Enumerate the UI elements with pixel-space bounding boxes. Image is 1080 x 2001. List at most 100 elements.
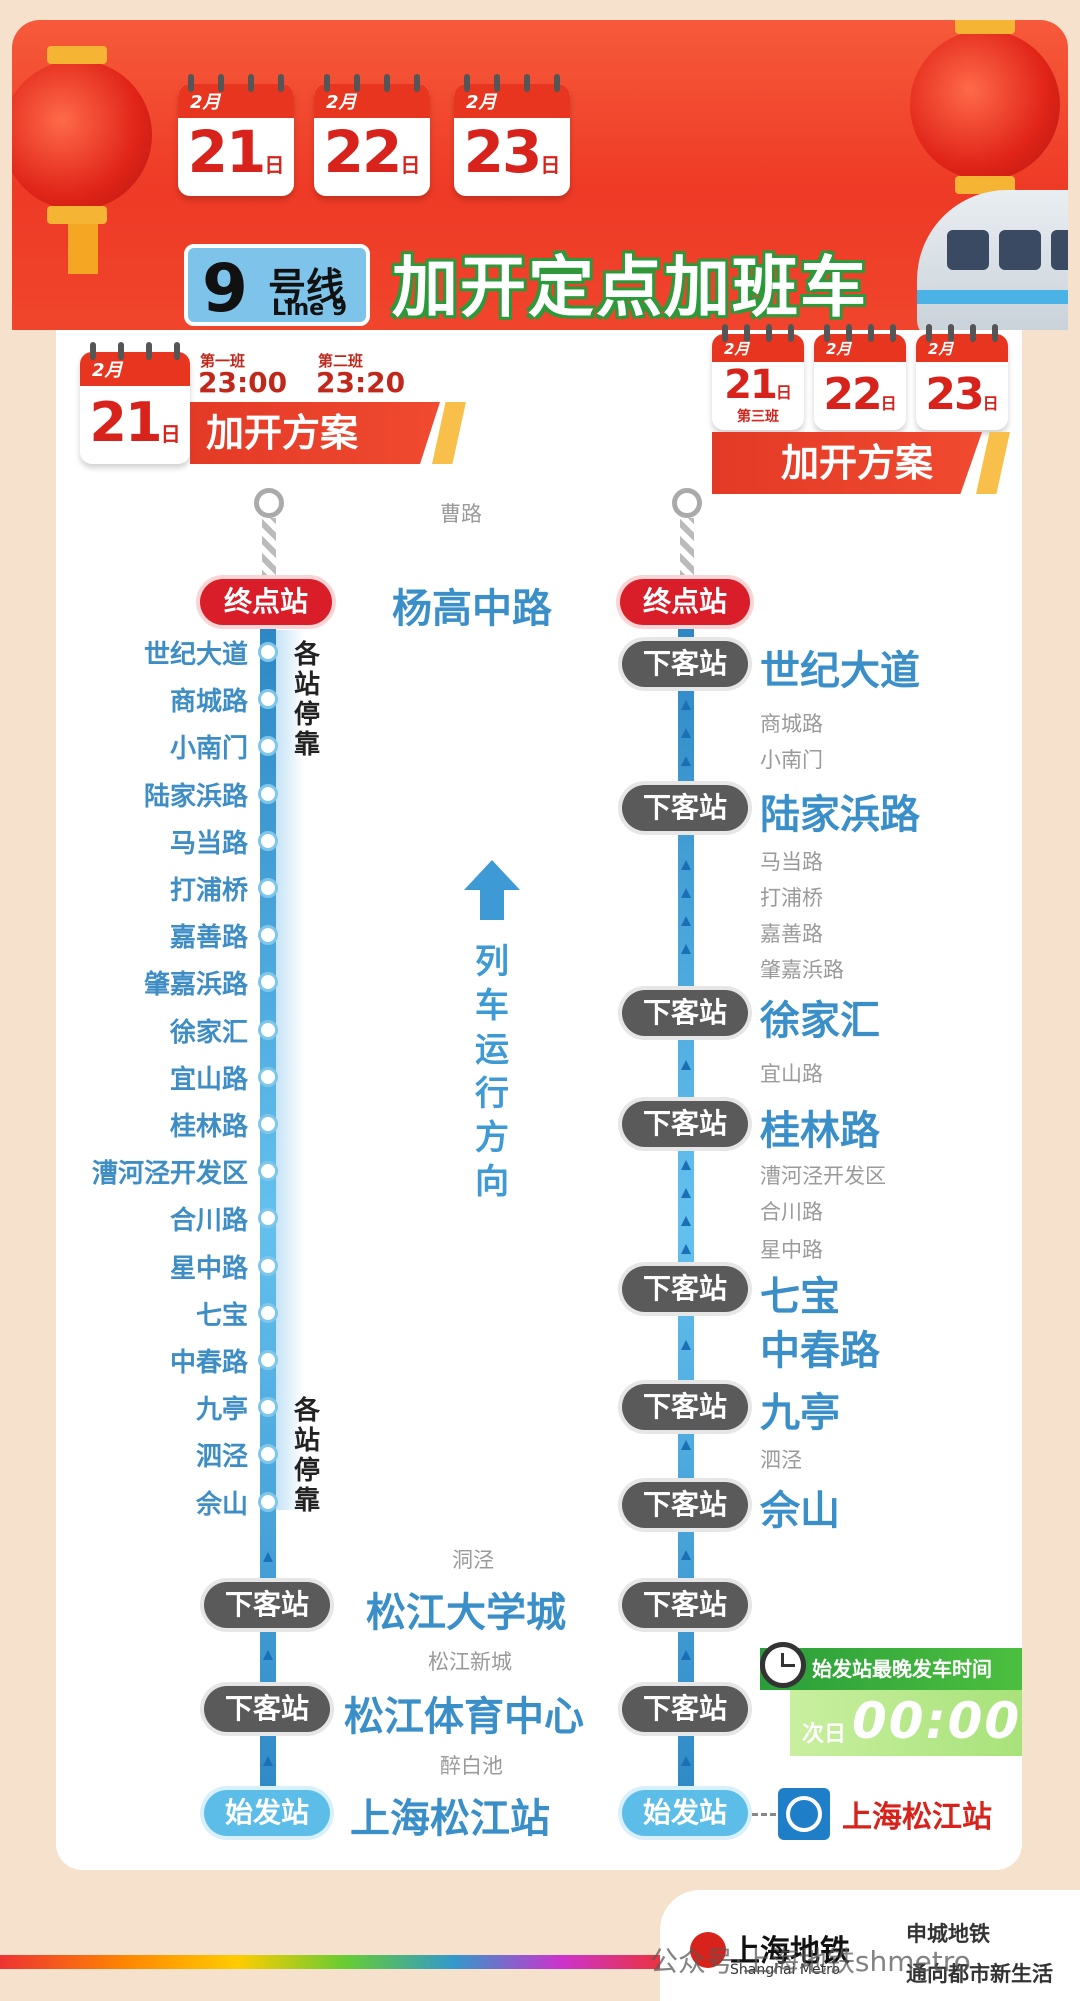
right-direction-chevron	[681, 1188, 691, 1198]
right-station-lujiabang: 陆家浜路	[760, 792, 920, 838]
right-plan-calendar-22: 2月 22日	[814, 324, 906, 430]
metro-name-cn: 上海地铁	[730, 1934, 850, 1969]
left-station-label: 桂林路	[169, 1112, 248, 1142]
line-suffix: 号线	[268, 265, 345, 309]
right-direction-chevron	[681, 916, 691, 926]
right-direction-chevron	[681, 1650, 691, 1660]
left-station-dot	[258, 830, 278, 851]
right-alight-badge-shiji: 下客站	[622, 641, 748, 687]
metro-name-en: Shanghai Metro	[730, 1962, 841, 1978]
left-plan-tag: 加开方案	[190, 402, 440, 464]
left-station-label: 星中路	[169, 1253, 248, 1284]
left-station-dot	[258, 1444, 278, 1465]
calendar-feb-22: 2月 22日	[314, 74, 430, 196]
calendar-feb-23: 2月 23日	[454, 74, 570, 196]
right-direction-chevron	[681, 1440, 691, 1450]
left-station-dot	[258, 642, 278, 662]
right-station-zhaojiabang: 肇嘉浜路	[760, 958, 844, 982]
right-station-madang: 马当路	[760, 850, 823, 874]
right-station-qibao: 七宝	[760, 1274, 840, 1320]
right-alight-badge-lujiabang: 下客站	[622, 785, 748, 831]
direction-arrow-icon	[464, 860, 520, 920]
right-station-dapuqiao: 打浦桥	[760, 886, 823, 910]
line-english: Line 9	[272, 296, 348, 321]
left-station-dot	[258, 1491, 278, 1512]
left-station-label: 肇嘉浜路	[143, 970, 248, 1001]
left-origin-badge: 始发站	[204, 1790, 330, 1836]
railway-station-label: 上海松江站	[842, 1800, 992, 1835]
left-route-start-ring	[254, 488, 284, 518]
right-alight-badge-sheshan: 下客站	[622, 1482, 748, 1528]
line-number: 9	[202, 250, 248, 327]
station-zuibaichi: 醉白池	[440, 1754, 503, 1778]
slogan-line-1: 申城地铁	[906, 1921, 990, 1946]
right-alight-badge-qibao: 下客站	[622, 1266, 748, 1312]
right-direction-chevron	[681, 1160, 691, 1170]
right-direction-chevron	[681, 1756, 691, 1766]
right-station-shangcheng: 商城路	[760, 712, 823, 736]
station-yanggao: 杨高中路	[392, 586, 552, 632]
calendar-feb-21: 2月 21日	[178, 74, 294, 196]
all-stop-note-top: 各站停靠	[293, 640, 320, 760]
left-station-dot	[258, 1255, 278, 1276]
footer-panel	[660, 1890, 1080, 2001]
right-plan-calendar-23: 2月 23日	[916, 324, 1008, 430]
first-run-label: 第一班	[200, 352, 246, 370]
left-station-dot	[258, 1019, 278, 1040]
slogan-line-2: 通向都市新生活	[906, 1961, 1053, 1986]
last-departure-time: 00:00	[852, 1692, 1022, 1750]
all-stop-note-bottom: 各站停靠	[293, 1396, 320, 1516]
right-direction-chevron	[681, 756, 691, 766]
right-direction-chevron	[681, 1216, 691, 1226]
right-station-yishan: 宜山路	[760, 1062, 823, 1086]
header-banner: 9 号线 Line 9 加开定点加班车	[12, 20, 1068, 330]
right-direction-chevron	[681, 1060, 691, 1070]
right-station-shiji: 世纪大道	[760, 648, 920, 694]
right-station-sheshan: 佘山	[760, 1488, 840, 1534]
left-plan-calendar: 2月 21日	[80, 342, 190, 464]
right-direction-chevron	[681, 1550, 691, 1560]
last-departure-next-day: 次日	[802, 1722, 847, 1747]
right-alight-badge-xujiahui: 下客站	[622, 990, 748, 1036]
first-run-time: 23:00	[198, 366, 288, 399]
lantern-right-icon	[910, 20, 1060, 194]
station-songjiang-sports: 松江体育中心	[344, 1694, 584, 1740]
right-station-guilin: 桂林路	[760, 1108, 880, 1154]
left-station-label: 小南门	[169, 734, 248, 765]
left-route-glow	[276, 630, 304, 1510]
right-direction-chevron	[681, 1340, 691, 1350]
left-alight-badge-univ: 下客站	[204, 1582, 330, 1628]
left-station-dot	[258, 1066, 278, 1087]
right-station-sijing: 泗泾	[760, 1448, 802, 1472]
right-alight-badge-jiuting: 下客站	[622, 1384, 748, 1430]
second-run-label: 第二班	[318, 352, 364, 370]
right-direction-chevron	[681, 728, 691, 738]
left-station-label: 陆家浜路	[143, 781, 248, 812]
left-station-dot	[258, 925, 278, 946]
right-station-hechuan: 合川路	[760, 1200, 823, 1224]
tassel-left-icon	[68, 224, 98, 274]
station-shanghai-songjiang: 上海松江站	[350, 1796, 550, 1842]
left-station-label: 宜山路	[169, 1064, 248, 1095]
right-direction-chevron	[681, 888, 691, 898]
right-station-caohejing: 漕河泾开发区	[760, 1164, 886, 1188]
station-caolu: 曹路	[440, 502, 482, 526]
right-alight-badge-univ: 下客站	[622, 1582, 748, 1628]
right-direction-chevron	[681, 860, 691, 870]
left-station-dot	[258, 1302, 278, 1323]
left-station-dot	[258, 689, 278, 710]
page-title: 加开定点加班车	[392, 249, 868, 326]
left-station-dot	[258, 1397, 278, 1418]
station-songjiang-xincheng: 松江新城	[428, 1650, 512, 1674]
left-station-dot	[258, 972, 278, 993]
right-station-xingzhong: 星中路	[760, 1238, 823, 1262]
left-station-label: 中春路	[169, 1348, 248, 1378]
left-station-dot	[258, 1208, 278, 1229]
railway-icon	[778, 1788, 830, 1840]
right-alight-badge-guilin: 下客站	[622, 1101, 748, 1147]
left-station-label: 商城路	[169, 687, 248, 718]
right-origin-badge: 始发站	[622, 1790, 748, 1836]
left-station-label: 世纪大道	[143, 640, 248, 670]
station-songjiang-univ: 松江大学城	[366, 1590, 566, 1636]
second-run-time: 23:20	[316, 366, 406, 399]
